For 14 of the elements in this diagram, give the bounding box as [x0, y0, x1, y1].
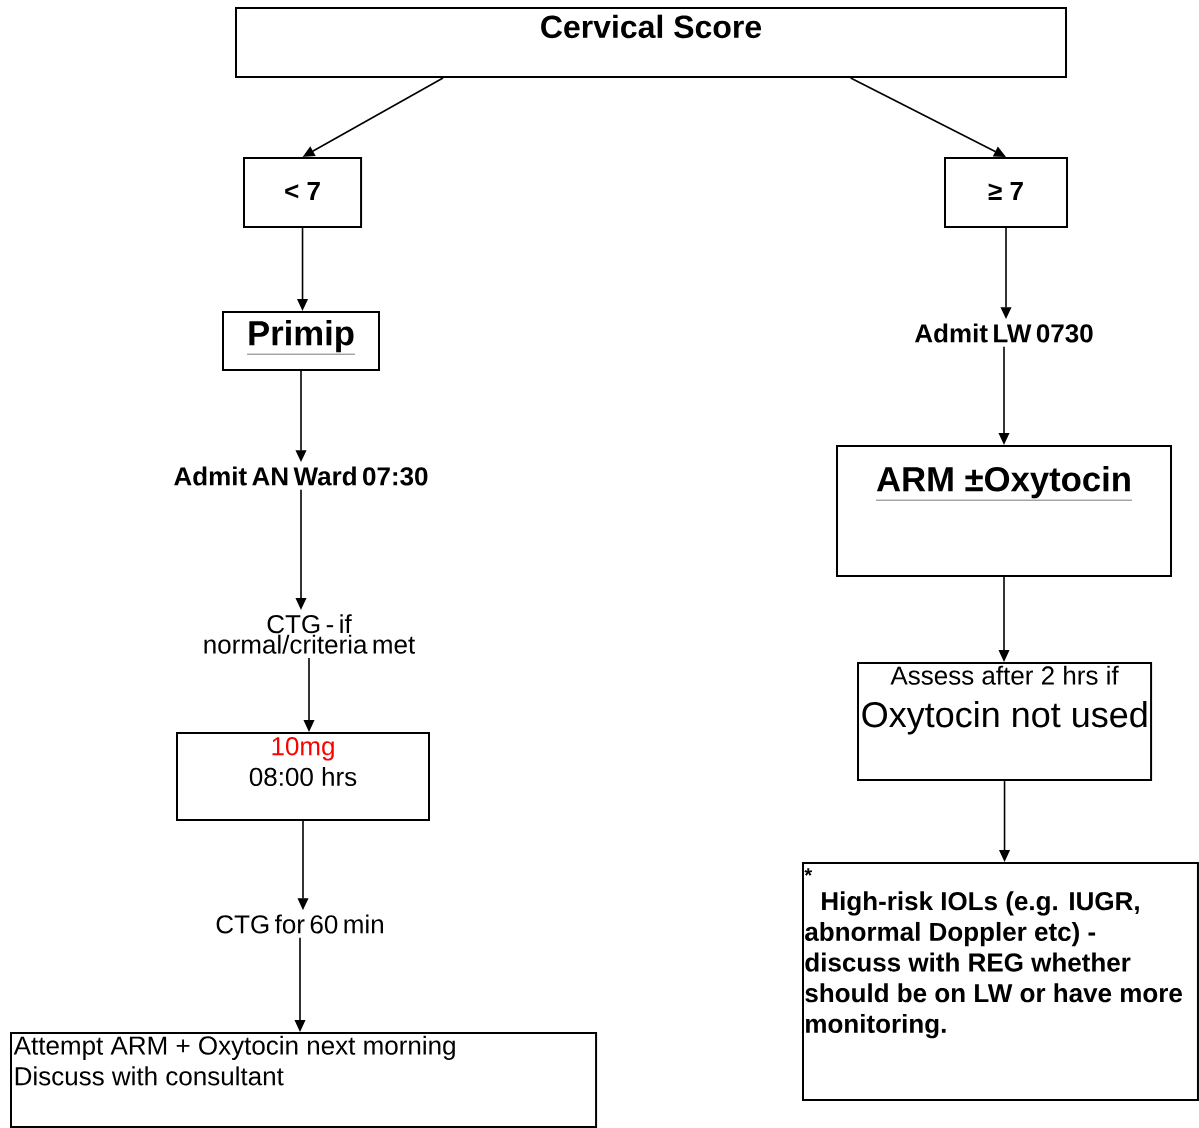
condition-box: ≥ 7	[944, 157, 1068, 229]
step-text: Admit LW 0730	[914, 323, 1093, 343]
note-box: * High-risk IOLs (e.g. IUGR, abnormal Doppler etc) - discuss with REG whether should be on LW or have more monitoring.	[802, 862, 1199, 1102]
process-box: Primip	[222, 311, 380, 371]
step-text: CTG - if normal/criteria met	[204, 614, 415, 654]
process-box: Assess after 2 hrs if Oxytocin not used	[857, 662, 1153, 782]
arrow	[849, 77, 1006, 157]
step-text: Admit AN Ward 07:30	[174, 466, 428, 486]
title-box: Cervical Score	[235, 7, 1067, 79]
process-box: ARM ±Oxytocin	[836, 445, 1172, 577]
condition-box: < 7	[243, 157, 363, 229]
process-box: Attempt ARM + Oxytocin next morning Discuss with consultant	[10, 1032, 598, 1128]
process-box: 10mg 08:00 hrs	[176, 732, 430, 821]
step-text: CTG for 60 min	[216, 914, 383, 934]
